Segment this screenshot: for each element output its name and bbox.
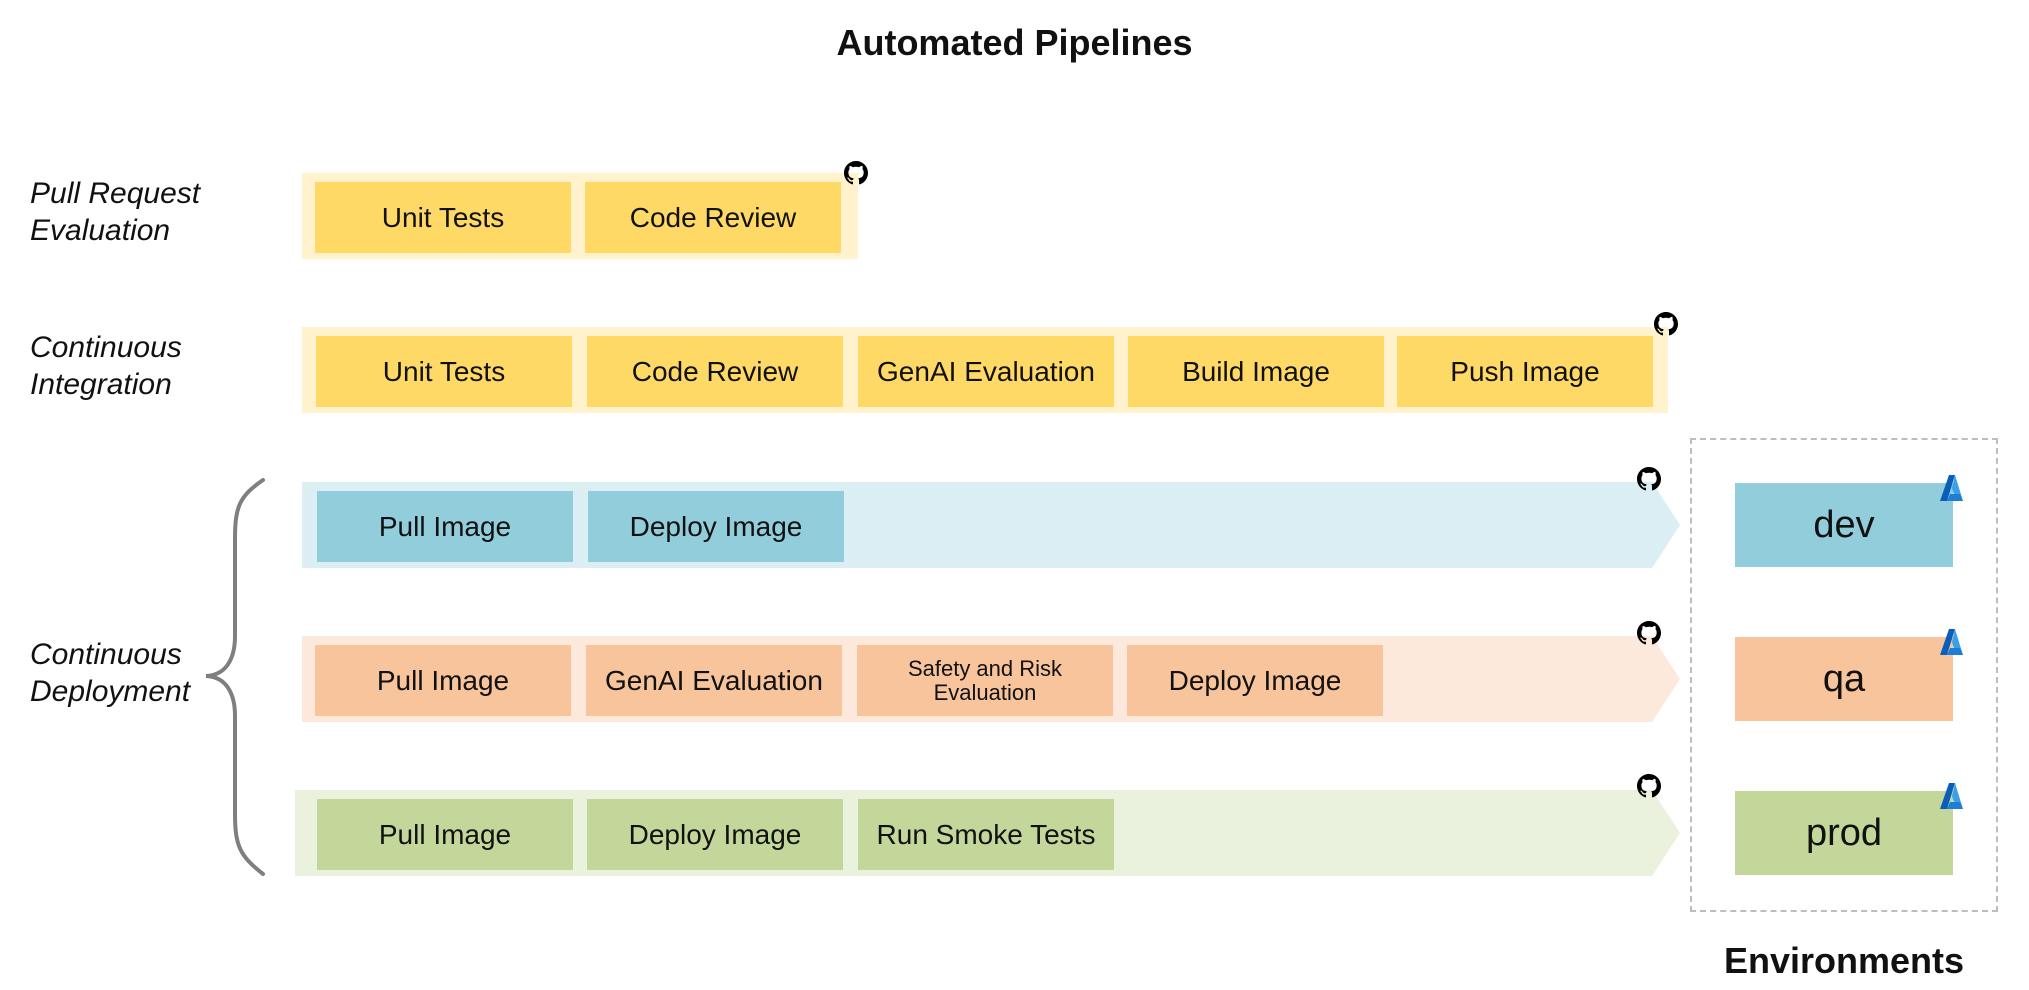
- step-code-review: Code Review: [587, 336, 843, 407]
- step-push-image: Push Image: [1397, 336, 1653, 407]
- row-label-ci: Continuous Integration: [30, 329, 210, 403]
- step-run-smoke-tests: Run Smoke Tests: [858, 799, 1114, 870]
- row-label-line: Deployment: [30, 675, 191, 708]
- row-label-line: Integration: [30, 368, 172, 401]
- environments-group: [1690, 438, 1998, 912]
- step-code-review: Code Review: [585, 182, 841, 253]
- deployment-brace: [205, 478, 265, 876]
- row-label-line: Evaluation: [30, 214, 171, 247]
- azure-icon: [1940, 629, 1963, 655]
- row-label-cd: Continuous Deployment: [30, 636, 210, 710]
- step-build-image: Build Image: [1128, 336, 1384, 407]
- row-label-line: Continuous: [30, 331, 182, 364]
- step-genai-evaluation: GenAI Evaluation: [858, 336, 1114, 407]
- pipeline-ci-band: Unit Tests Code Review GenAI Evaluation …: [302, 327, 1668, 413]
- github-icon: [1654, 312, 1678, 336]
- environments-title: Environments: [1723, 940, 1965, 981]
- step-pull-image: Pull Image: [317, 799, 573, 870]
- step-genai-evaluation: GenAI Evaluation: [586, 645, 842, 716]
- step-unit-tests: Unit Tests: [315, 182, 571, 253]
- step-deploy-image: Deploy Image: [588, 491, 844, 562]
- step-unit-tests: Unit Tests: [316, 336, 572, 407]
- pipeline-prod-band: Pull Image Deploy Image Run Smoke Tests: [302, 790, 1652, 876]
- step-pull-image: Pull Image: [317, 491, 573, 562]
- pipeline-pr-band: Unit Tests Code Review: [302, 173, 858, 259]
- pipeline-qa-band: Pull Image GenAI Evaluation Safety and R…: [302, 636, 1652, 722]
- step-pull-image: Pull Image: [315, 645, 571, 716]
- row-label-line: Continuous: [30, 638, 182, 671]
- env-qa: qa: [1735, 637, 1953, 721]
- diagram-title: Automated Pipelines: [836, 22, 1193, 63]
- github-icon: [1637, 467, 1661, 491]
- row-label-line: Pull Request: [30, 177, 201, 210]
- env-dev: dev: [1735, 483, 1953, 567]
- github-icon: [1637, 621, 1661, 645]
- step-deploy-image: Deploy Image: [1127, 645, 1383, 716]
- azure-icon: [1940, 783, 1963, 809]
- step-deploy-image: Deploy Image: [587, 799, 843, 870]
- env-prod: prod: [1735, 791, 1953, 875]
- pipeline-dev-band: Pull Image Deploy Image: [302, 482, 1652, 568]
- row-label-pr: Pull Request Evaluation: [30, 175, 210, 249]
- step-safety-risk-evaluation: Safety and Risk Evaluation: [857, 645, 1113, 716]
- azure-icon: [1940, 475, 1963, 501]
- github-icon: [844, 161, 868, 185]
- github-icon: [1637, 774, 1661, 798]
